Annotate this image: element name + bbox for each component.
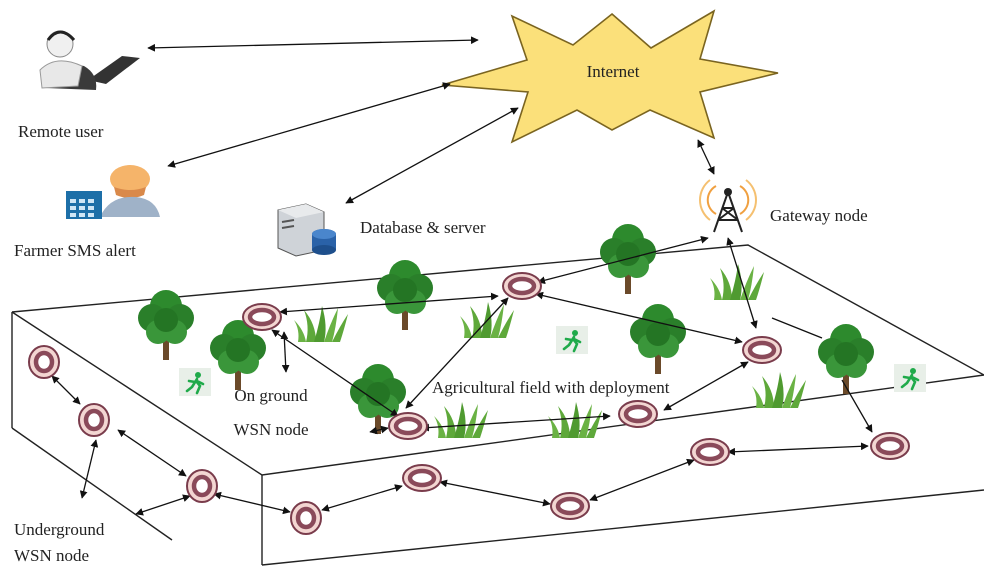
gateway-tower-icon <box>699 179 757 233</box>
wsn-node-icon <box>551 493 589 519</box>
wsn-node-icon <box>743 337 781 363</box>
tree-icon <box>377 260 433 330</box>
gateway-relay-link <box>771 317 873 433</box>
database-server-label: Database & server <box>360 218 486 237</box>
tree-icon <box>138 290 194 360</box>
grass-icon <box>294 306 348 342</box>
wsn-node-icon <box>403 465 441 491</box>
wsn-node-icon <box>503 273 541 299</box>
wsn-node-icon <box>871 433 909 459</box>
wsn-node-icon <box>291 502 321 534</box>
grass-icon <box>752 372 806 408</box>
field-deployment-label: Agricultural field with deployment <box>432 378 670 397</box>
wsn-node-icon <box>619 401 657 427</box>
grass-icon <box>434 402 488 438</box>
underground-label-line2: WSN node <box>14 546 90 565</box>
walking-person-sign-icon <box>892 362 928 394</box>
wsn-node-icon <box>29 346 59 378</box>
network-links <box>51 36 869 516</box>
internet-label: Internet <box>586 62 640 81</box>
walking-person-sign-icon <box>554 324 590 356</box>
farmer-sms-icon <box>66 165 160 219</box>
farmer-sms-label: Farmer SMS alert <box>14 241 136 260</box>
remote-user-icon <box>39 30 140 90</box>
wsn-node-icon <box>389 413 427 439</box>
wsn-node-icon <box>243 304 281 330</box>
wsn-node-icon <box>187 470 217 502</box>
walking-person-sign-icon <box>177 366 213 398</box>
internet-cloud-icon <box>441 9 779 144</box>
underground-label-line1: Underground <box>14 520 105 539</box>
remote-user-label: Remote user <box>18 122 104 141</box>
grass-icon <box>710 264 764 300</box>
database-server-icon <box>277 203 336 257</box>
tree-icon <box>630 304 686 374</box>
tree-icon <box>818 324 874 394</box>
wsn-node-icon <box>79 404 109 436</box>
on-ground-label-line2: WSN node <box>233 420 309 439</box>
wsn-node-icon <box>691 439 729 465</box>
gateway-node-label: Gateway node <box>770 206 868 225</box>
on-ground-label-line1: On ground <box>234 386 308 405</box>
